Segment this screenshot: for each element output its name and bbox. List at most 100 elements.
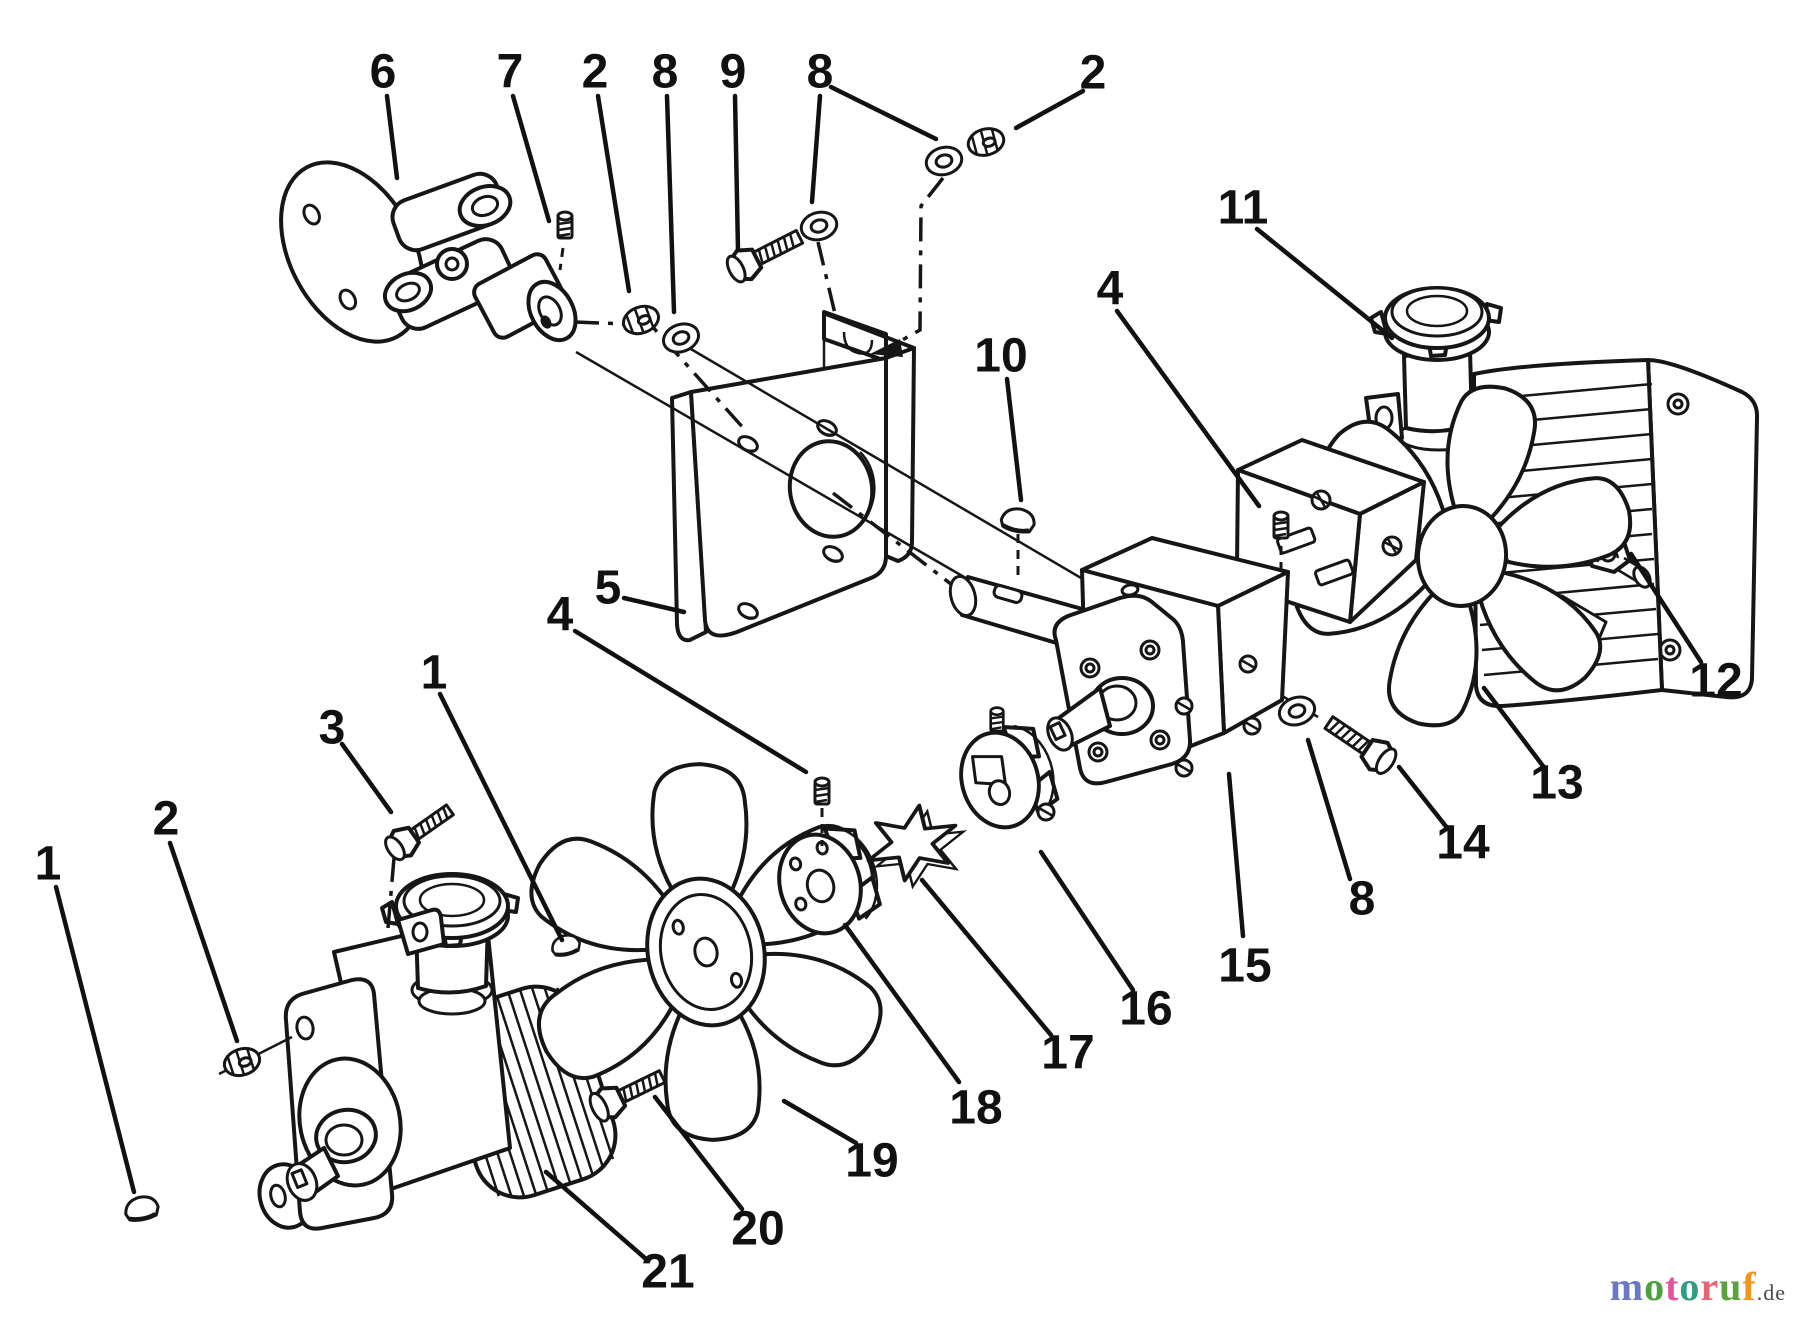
callout-label: 1: [35, 838, 62, 891]
callout-11-7: 11: [1218, 182, 1395, 341]
callout-leader-line: [664, 93, 677, 315]
callout-label: 17: [1041, 1027, 1094, 1080]
callout-14-18: 14: [1396, 764, 1490, 870]
universal-joint-6: [279, 160, 578, 344]
callout-leader-line: [732, 93, 741, 253]
callout-1-12: 1: [421, 647, 565, 943]
woodruff-key-1-left: [122, 1193, 162, 1224]
callout-label: 6: [370, 46, 397, 99]
callout-13-17: 13: [1481, 685, 1584, 810]
callout-1-15: 1: [35, 838, 137, 1195]
washer-8-upper-right: [921, 141, 967, 181]
callout-label: 3: [319, 702, 346, 755]
callout-8-3: 8: [652, 46, 679, 315]
callout-label: 8: [1349, 873, 1376, 926]
callout-leader-line: [828, 84, 939, 142]
shaft-keyway: [992, 584, 1024, 604]
callout-leader-line: [1114, 308, 1262, 509]
callout-label: 16: [1119, 983, 1172, 1036]
callout-label: 2: [1080, 47, 1107, 100]
callout-leader-line: [1226, 771, 1246, 939]
callout-leader-line: [53, 884, 137, 1195]
hydraulic-pump-15: [948, 536, 1290, 786]
jaw-coupling-16: [959, 706, 1060, 830]
woodruff-key-1-right: [549, 931, 583, 959]
callout-2-2: 2: [582, 46, 632, 294]
watermark-logo: motoruf.de: [1610, 1263, 1786, 1310]
callout-6-0: 6: [370, 46, 400, 181]
callout-label: 4: [547, 589, 574, 642]
callout-10-9: 10: [974, 330, 1028, 503]
callout-label: 2: [582, 46, 609, 99]
watermark-letter: r: [1700, 1264, 1720, 1309]
callout-leader-line: [572, 628, 809, 775]
callout-leader-line: [1481, 685, 1546, 769]
direction-arrow: [870, 339, 903, 357]
coupling-spider-17: [866, 803, 968, 890]
callout-19-24: 19: [781, 1098, 899, 1188]
callout-4-11: 4: [547, 589, 809, 775]
callout-label: 2: [153, 793, 180, 846]
callout-9-4: 9: [720, 46, 747, 253]
callout-label: 5: [595, 562, 622, 615]
callout-5-10: 5: [595, 562, 687, 615]
callout-leader-line: [621, 595, 687, 615]
callout-2-14: 2: [153, 793, 240, 1044]
callout-7-1: 7: [497, 46, 552, 224]
callout-label: 14: [1436, 817, 1490, 870]
coupling-hub-18: [777, 776, 882, 936]
callout-leader-line: [809, 93, 823, 205]
callout-leader-line: [1396, 764, 1451, 832]
callout-16-21: 16: [1038, 849, 1173, 1036]
callout-leader-line: [842, 922, 962, 1085]
callout-leader-line: [1305, 737, 1353, 882]
callout-leader-line: [1013, 88, 1086, 131]
callout-8-19: 8: [1305, 737, 1376, 926]
watermark-suffix: .de: [1756, 1280, 1786, 1305]
callout-18-23: 18: [842, 922, 1003, 1135]
callout-leader-line: [437, 691, 565, 943]
watermark-letter: u: [1719, 1264, 1743, 1309]
callout-leader-line: [339, 741, 394, 815]
housing-screws: [1174, 654, 1262, 778]
callout-leader-line: [781, 1098, 859, 1146]
watermark-letter: t: [1665, 1264, 1680, 1309]
watermark-letter: o: [1679, 1264, 1701, 1309]
hex-bolt-14: [1323, 715, 1398, 775]
reservoir-end-plate: [1646, 358, 1760, 700]
hex-nut-2-bottom: [219, 1042, 265, 1082]
callout-label: 7: [497, 46, 524, 99]
watermark-letter: f: [1742, 1264, 1757, 1309]
callout-4-8: 4: [1097, 263, 1262, 509]
callout-leader-line: [1038, 849, 1136, 993]
set-screw-7: [556, 210, 574, 240]
set-screw-4-left: [813, 776, 831, 806]
hex-bolt-3: [384, 803, 455, 862]
flange-bolt-holes: [1079, 639, 1171, 763]
callout-label: 12: [1689, 655, 1742, 708]
callout-15-20: 15: [1218, 771, 1272, 993]
callout-label: 9: [720, 46, 747, 99]
callout-leader-line: [595, 93, 632, 294]
callout-leader-line: [543, 1169, 649, 1262]
callout-label: 19: [845, 1135, 898, 1188]
watermark-letter: o: [1644, 1264, 1666, 1309]
hex-nut-2-left: [618, 300, 664, 340]
callout-3-13: 3: [319, 702, 394, 815]
callout-20-25: 20: [652, 1094, 785, 1256]
callout-label: 1: [421, 647, 448, 700]
callout-leader-line: [384, 93, 400, 181]
callout-17-22: 17: [919, 877, 1095, 1080]
callout-label: 21: [641, 1246, 694, 1299]
callout-label: 10: [974, 330, 1027, 383]
callout-label: 8: [652, 46, 679, 99]
callout-label: 11: [1218, 182, 1269, 235]
callout-leader-line: [919, 877, 1054, 1038]
fan-19: [515, 760, 897, 1144]
woodruff-key-10: [997, 503, 1039, 537]
callout-leader-line: [167, 840, 240, 1044]
callout-label: 13: [1530, 757, 1583, 810]
